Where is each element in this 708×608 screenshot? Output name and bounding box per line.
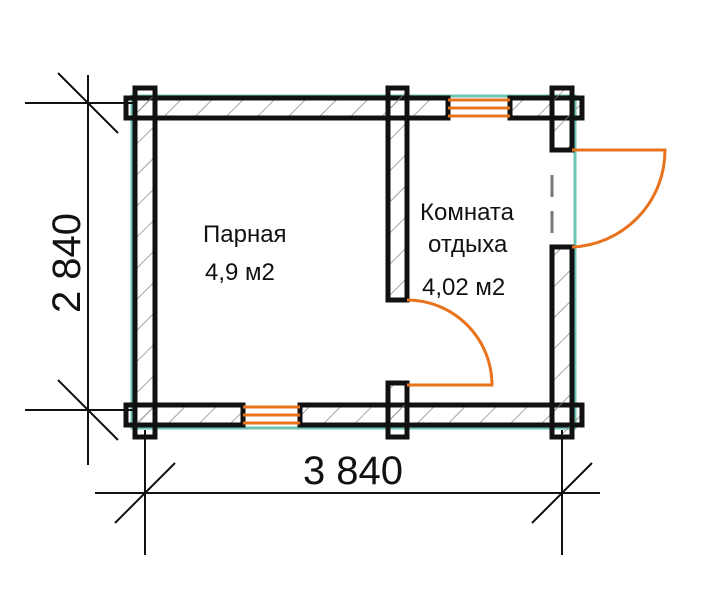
partition-wall xyxy=(385,85,410,303)
dimension-lines xyxy=(25,72,600,555)
partition-stub xyxy=(385,380,410,440)
room-area-rest: 4,02 м2 xyxy=(422,274,505,301)
walls xyxy=(123,85,585,440)
width-dimension: 3 840 xyxy=(303,449,403,493)
window-bottom xyxy=(243,405,300,425)
room-label-rest-2: отдыха xyxy=(428,231,508,258)
interior-door xyxy=(406,298,494,387)
left-wall xyxy=(132,85,158,440)
room-label-rest-1: Комната xyxy=(420,199,515,226)
bottom-wall-right xyxy=(297,402,585,428)
window-top xyxy=(448,98,510,118)
right-wall-bottom xyxy=(549,244,575,440)
right-wall-top xyxy=(549,85,575,153)
height-dimension: 2 840 xyxy=(45,213,89,313)
entrance-door xyxy=(571,148,667,249)
exterior-outline xyxy=(130,94,577,430)
room-label-steam: Парная xyxy=(203,221,287,248)
room-area-steam: 4,9 м2 xyxy=(205,259,275,286)
